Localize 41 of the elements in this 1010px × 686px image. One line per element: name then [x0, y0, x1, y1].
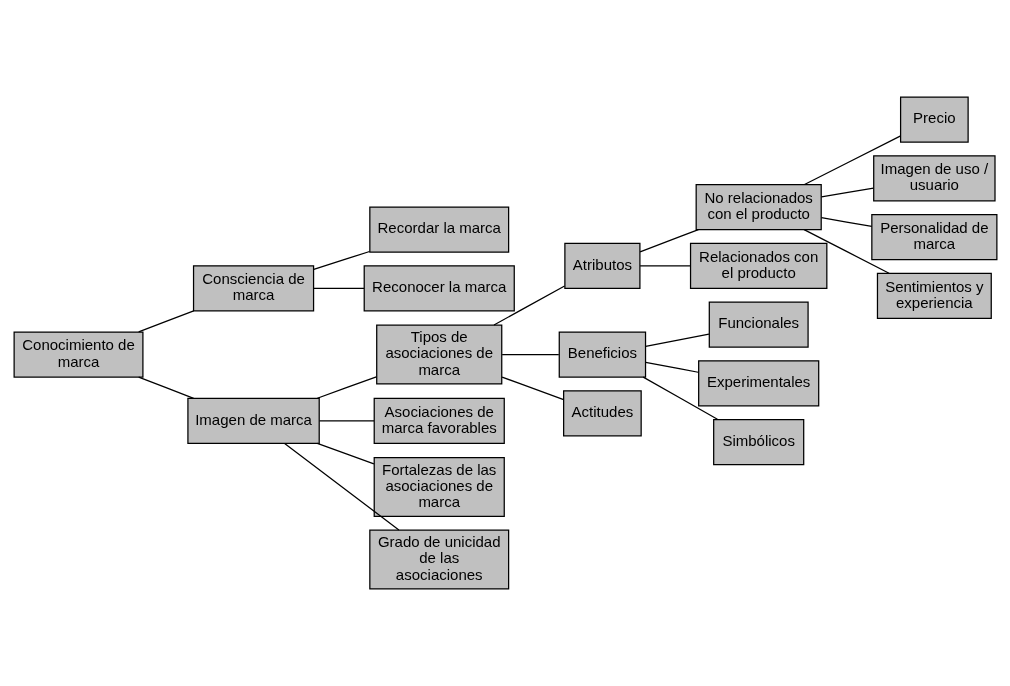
- node-box: Imagen de marca: [186, 397, 320, 444]
- node-box: Precio: [899, 96, 969, 143]
- node-box: Actitudes: [562, 390, 642, 437]
- node-box: Personalidad de marca: [870, 213, 997, 261]
- node-box: Atributos: [563, 242, 641, 289]
- node-box: No relacionados con el producto: [695, 183, 822, 231]
- connector: [137, 310, 194, 333]
- node-box: Imagen de uso / usuario: [872, 155, 996, 202]
- node-box: Asociaciones de marca favorables: [373, 397, 505, 444]
- connector: [312, 250, 370, 270]
- connector: [312, 287, 365, 289]
- node-box: Tipos de asociaciones de marca: [375, 324, 502, 385]
- connector: [820, 217, 872, 228]
- connector: [316, 442, 374, 465]
- node-box: Sentimientos y experiencia: [876, 272, 992, 319]
- node-box: Relacionados con el producto: [689, 242, 827, 289]
- connector: [492, 285, 565, 326]
- node-box: Simbólicos: [712, 418, 804, 466]
- node-box: Experimentales: [697, 360, 819, 407]
- connector: [501, 376, 564, 401]
- node-box: Grado de unicidad de las asociaciones: [368, 529, 509, 590]
- connector: [803, 135, 901, 186]
- node-box: Fortalezas de las asociaciones de marca: [373, 457, 505, 518]
- connector: [638, 265, 691, 267]
- node-box: Conocimiento de marca: [13, 331, 144, 378]
- connector: [283, 442, 399, 531]
- node-box: Beneficios: [558, 331, 646, 378]
- connector: [501, 353, 559, 356]
- node-box: Funcionales: [708, 301, 809, 348]
- connector: [638, 228, 699, 253]
- connector: [644, 333, 710, 347]
- connector: [137, 376, 194, 399]
- connector: [802, 229, 890, 274]
- connector: [318, 420, 375, 422]
- connector: [642, 376, 718, 420]
- node-box: Consciencia de marca: [192, 265, 314, 312]
- connector: [644, 361, 699, 373]
- connector: [820, 187, 874, 198]
- node-box: Recordar la marca: [368, 206, 509, 253]
- connector: [316, 376, 377, 399]
- node-box: Reconocer la marca: [363, 265, 515, 312]
